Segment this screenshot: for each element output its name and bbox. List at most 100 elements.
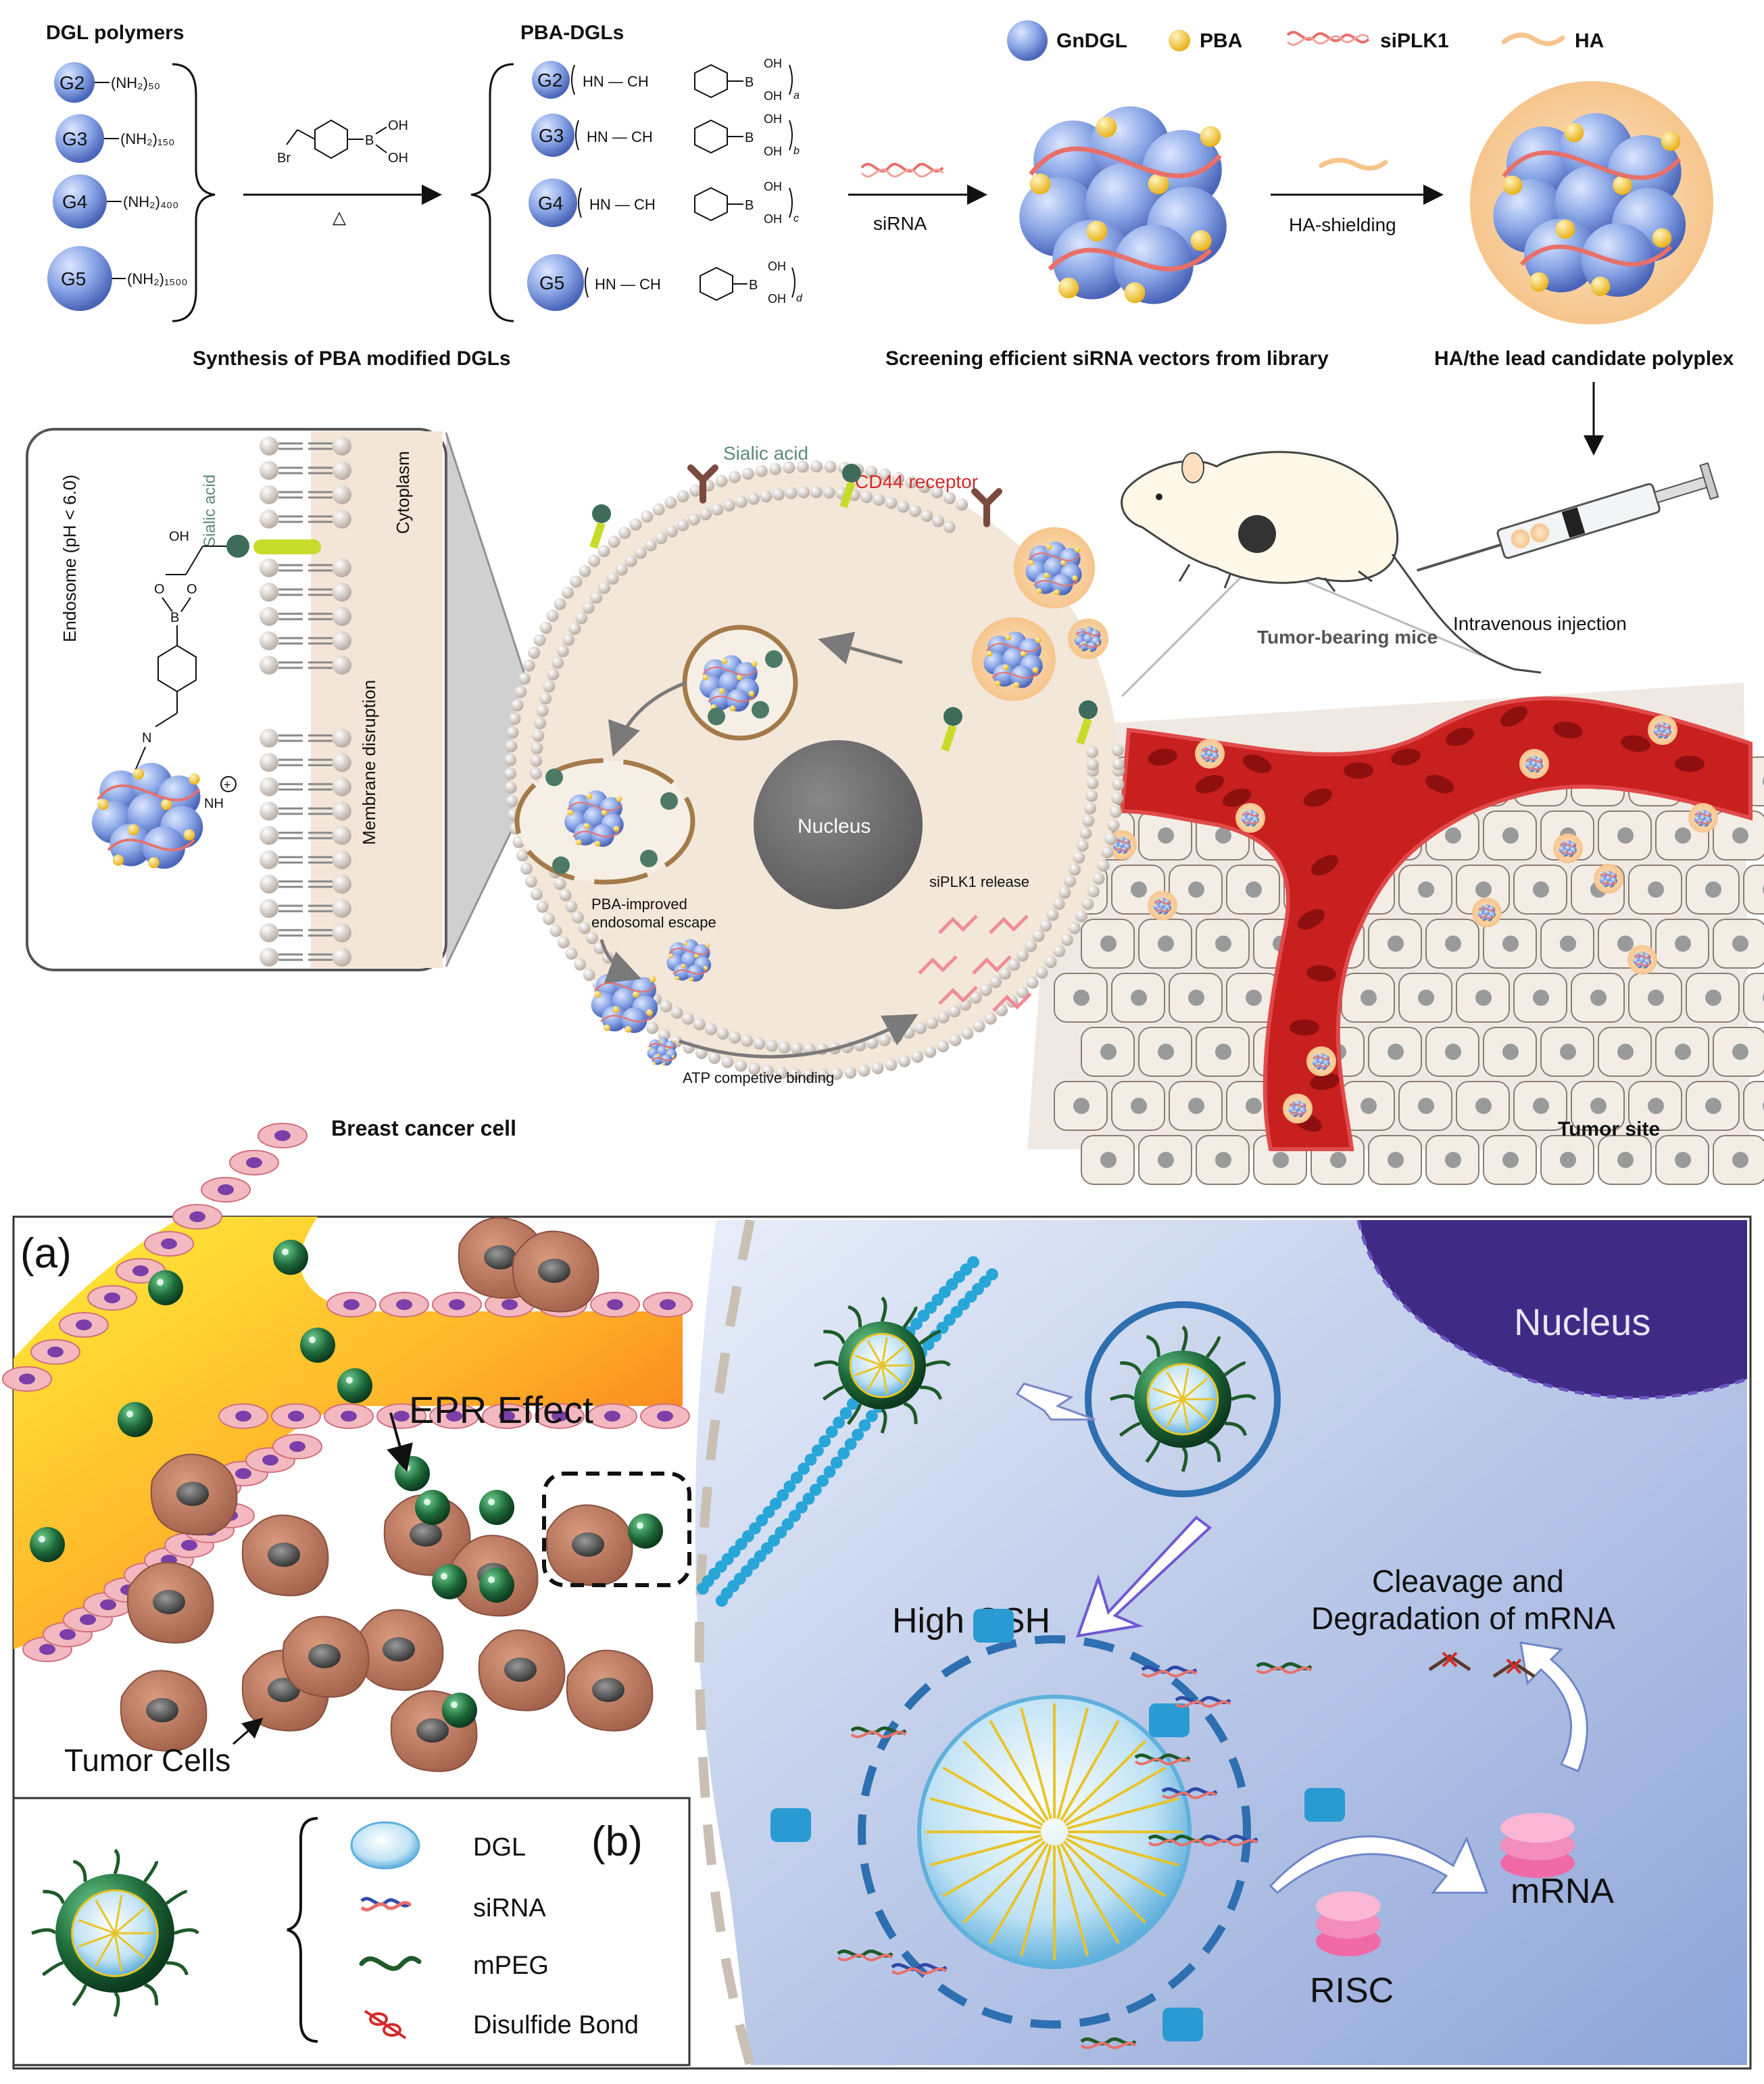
endothelial-nucleus [288,1411,304,1422]
boron-label: B [365,133,374,148]
lipid-head [547,668,560,681]
sirna-strand [1134,1758,1191,1766]
pba-bead [1700,819,1702,821]
tumor-nucleus [176,1482,209,1506]
mpeg-chain [918,1330,941,1345]
membrane-bead [749,1522,762,1534]
disulfide-icon [369,2012,388,2026]
lipid-head [629,518,642,531]
tumor-nucleus [538,1259,570,1283]
pba-bead [1478,910,1481,912]
mpeg-chain [41,1961,64,1977]
atp-arrow [679,1014,918,1059]
lipid-head [579,921,591,934]
pba-bead [1247,819,1249,821]
pba-bead [994,680,1001,687]
mpeg-chain [925,1360,951,1367]
pba-bead [1148,173,1169,195]
lipid-head [1035,966,1048,979]
cd44-receptor-icon [687,464,718,504]
red-blood-cell [1391,748,1421,766]
pba-bead [612,1006,620,1013]
generation-label: G5 [61,268,86,289]
boron-label: B [745,75,754,90]
bond-line [180,597,191,612]
lipid-head [644,539,657,552]
siplk1-strand [992,992,1032,1012]
pba-bead [671,1055,675,1059]
sialic-acid-bead [545,769,563,786]
legend-brace [287,1817,318,2043]
dgl-branch [962,1740,1046,1824]
pba-bead [1119,846,1121,848]
middle-section: Tumor site Cytoplasm Membrane disruption… [26,428,1764,1185]
tumor-nucleus [484,1245,516,1269]
dgl-branch [942,1766,1044,1826]
lipid-head [1097,859,1110,872]
mpeg-chain [143,1860,159,1883]
lipid-head [755,464,768,477]
degradation-arrow [1519,1641,1588,1772]
endothelial-nucleus [132,1265,149,1276]
lipid-head [716,1027,729,1040]
disulfide-icon [383,2023,401,2037]
lipid-head [670,1007,683,1019]
sirna-strand [1479,916,1495,919]
pba-bead [1564,122,1584,143]
mouse-illustration: Tumor-bearing mice [1121,451,1542,674]
pba-bead [1096,642,1100,646]
lipid-head [504,754,517,767]
lipid-head [892,472,905,485]
tissue-nucleus [1705,1098,1721,1114]
endothelial-nucleus [235,1411,251,1422]
lipid-head [333,777,351,796]
red-blood-cell [1344,762,1373,779]
membrane-bead [865,1409,878,1422]
benzyl-bromide-reagent: Br B OH OH [277,118,408,166]
lipid-head [908,504,921,517]
sirna-strand [1635,963,1650,967]
lipid-head [789,1068,802,1081]
pba-bead [1072,575,1078,581]
polymer-g5: G5 (NH₂)₁₅₀₀ [47,246,188,311]
lipid-head [760,490,773,503]
pba-bead [1502,175,1523,195]
siplk1-legend-icon [1286,34,1370,46]
receptor-channel [770,1808,811,1842]
lipid-head [1086,746,1099,758]
sirna-strand [672,969,708,975]
sirna-strand [1694,813,1712,817]
pba-bead [1086,220,1108,242]
lipid-head [539,692,552,705]
lipid-head [999,967,1012,980]
chain-label: HN — CH [583,73,649,90]
nanoparticle-highlight [451,1701,458,1708]
pba-bead [683,941,688,946]
brace-left [172,63,216,322]
lipid-head [260,485,278,504]
mpeg-chain [1145,1440,1160,1463]
tumor-nucleus [592,1678,624,1702]
lipid-head [1016,986,1029,999]
pba-row-g4: G4 HN — CH B OH OH c [529,178,799,227]
cleavage-mark [1506,1658,1522,1674]
endothelial-nucleus [39,1644,55,1655]
lipid-head [557,936,570,949]
membrane-bead [833,1416,846,1429]
lipid-head [588,554,601,567]
sirna-strand [850,1730,907,1739]
pba-bead [1029,173,1051,195]
lipid-head [772,488,785,501]
lipid-head [1109,806,1122,819]
lipid-head [533,633,546,646]
dgl-branch [114,1932,145,1959]
pba-bead [1555,219,1575,239]
sirna-strand [1527,767,1542,771]
tissue-nucleus [1100,1044,1117,1060]
pba-bead [1036,588,1042,594]
dendrimer-sphere [531,114,574,157]
lipid-head [333,899,351,918]
lipid-head [582,601,595,614]
tissue-nucleus [1158,936,1174,952]
pba-bead [132,768,145,780]
